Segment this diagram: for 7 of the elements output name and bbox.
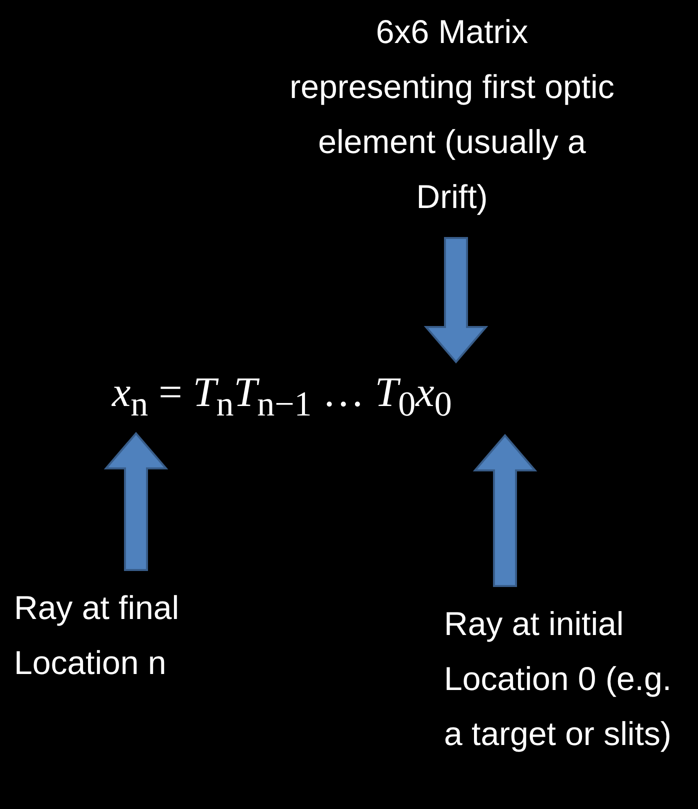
block-arrow bbox=[104, 432, 168, 571]
annotation-text: Ray at initial Location 0 (e.g. a target or slits) bbox=[444, 596, 696, 761]
block-arrow bbox=[472, 434, 538, 587]
annotation-text: 6x6 Matrix representing first optic element (usually a Drift) bbox=[282, 4, 622, 224]
equation: x$_{n}$ = T$_{n}$T$_{n−1}$ … T$_{0}$x$_{0}$ bbox=[112, 368, 532, 430]
annotation-text: Ray at final Location n bbox=[14, 580, 254, 690]
block-arrow bbox=[424, 237, 488, 364]
